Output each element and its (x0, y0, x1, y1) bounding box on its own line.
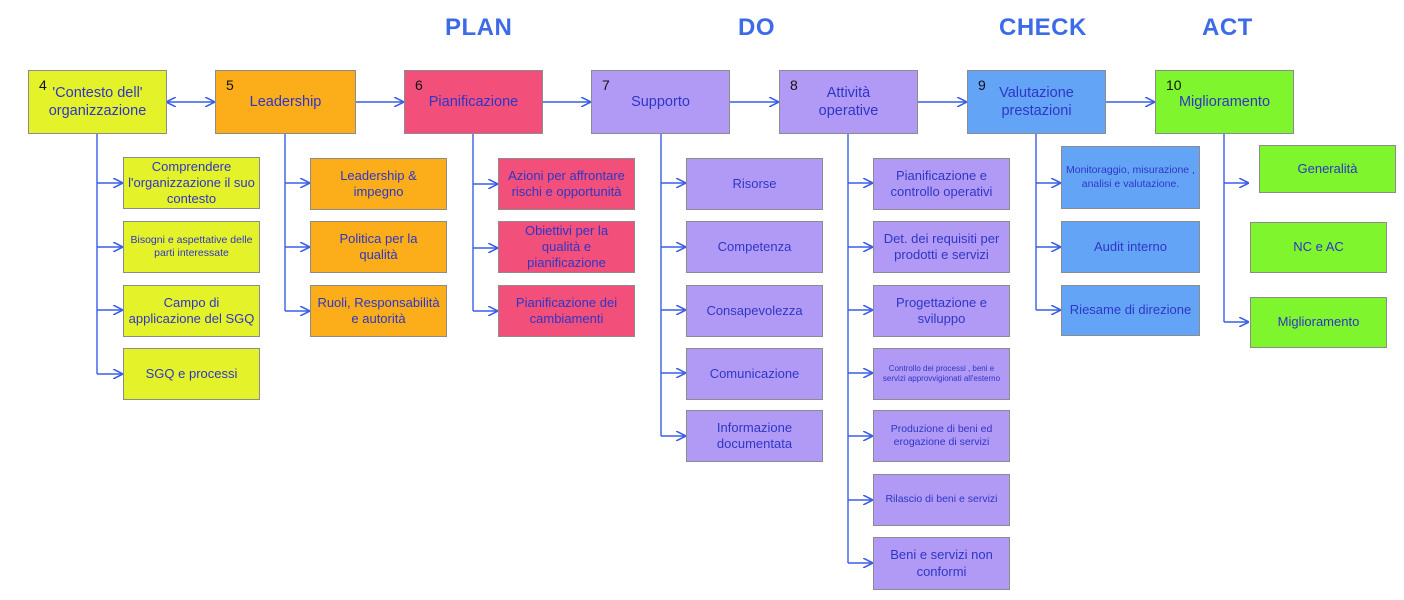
clause-10-title: Miglioramento (1178, 93, 1271, 110)
clause-8-item-7: Beni e servizi non conformi (873, 537, 1010, 590)
clause-9-item-2: Audit interno (1061, 221, 1200, 273)
phase-plan: PLAN (445, 14, 513, 41)
clause-8-item-5: Produzione di beni ed erogazione di serv… (873, 410, 1010, 462)
clause-5-item-2: Politica per la qualità (310, 221, 447, 273)
clause-4-number: 4 (39, 77, 47, 93)
clause-6-item-3: Pianificazione dei cambiamenti (498, 285, 635, 337)
clause-8-item-6: Rilascio di beni e servizi (873, 474, 1010, 526)
clause-4-item-2: Bisogni e aspettative delle parti intere… (123, 221, 260, 273)
clause-7-title: Supporto (631, 93, 690, 110)
clause-9-number: 9 (978, 77, 986, 93)
phase-do: DO (738, 14, 775, 41)
clause-9-item-3: Riesame di direzione (1061, 285, 1200, 336)
clause-5-title: Leadership (249, 93, 322, 110)
clause-6-number: 6 (415, 77, 423, 93)
phase-act: ACT (1202, 14, 1253, 41)
clause-7-item-2: Competenza (686, 221, 823, 273)
clause-5-item-1: Leadership & impegno (310, 158, 447, 210)
clause-4-item-4: SGQ e processi (123, 348, 260, 400)
clause-8-item-3: Progettazione e sviluppo (873, 285, 1010, 337)
clause-10-number: 10 (1166, 77, 1182, 93)
clause-8-item-2: Det. dei requisiti per prodotti e serviz… (873, 221, 1010, 273)
clause-7-item-4: Comunicazione (686, 348, 823, 400)
clause-4-title: 'Contesto dell' organizzazione (48, 84, 147, 119)
clause-5-box: 5 Leadership (215, 70, 356, 134)
clause-8-item-1: Pianificazione e controllo operativi (873, 158, 1010, 210)
clause-7-item-5: Informazione documentata (686, 410, 823, 462)
clause-5-item-3: Ruoli, Responsabilità e autorità (310, 285, 447, 337)
clause-4-item-3: Campo di applicazione del SGQ (123, 285, 260, 337)
clause-8-title: Attività operative (818, 84, 879, 119)
clause-4-item-1: Comprendere l'organizzazione il suo cont… (123, 157, 260, 209)
clause-7-number: 7 (602, 77, 610, 93)
clause-9-box: 9 Valutazione prestazioni (967, 70, 1106, 134)
clause-6-item-1: Azioni per affrontare rischi e opportuni… (498, 158, 635, 210)
clause-10-box: 10 Miglioramento (1155, 70, 1294, 134)
clause-10-item-1: Generalità (1259, 145, 1396, 193)
clause-7-item-3: Consapevolezza (686, 285, 823, 337)
clause-10-item-3: Miglioramento (1250, 297, 1387, 348)
clause-10-item-2: NC e AC (1250, 222, 1387, 273)
clause-6-box: 6 Pianificazione (404, 70, 543, 134)
clause-9-title: Valutazione prestazioni (999, 84, 1074, 119)
clause-8-box: 8 Attività operative (779, 70, 918, 134)
clause-6-item-2: Obiettivi per la qualità e pianificazion… (498, 221, 635, 273)
clause-4-box: 4 'Contesto dell' organizzazione (28, 70, 167, 134)
clause-7-box: 7 Supporto (591, 70, 730, 134)
clause-6-title: Pianificazione (428, 93, 519, 110)
clause-5-number: 5 (226, 77, 234, 93)
clause-8-number: 8 (790, 77, 798, 93)
clause-9-item-1: Monitoraggio, misurazione , analisi e va… (1061, 146, 1200, 209)
clause-7-item-1: Risorse (686, 158, 823, 210)
phase-check: CHECK (999, 14, 1087, 41)
clause-8-item-4: Controllo dei processi , beni e servizi … (873, 348, 1010, 400)
